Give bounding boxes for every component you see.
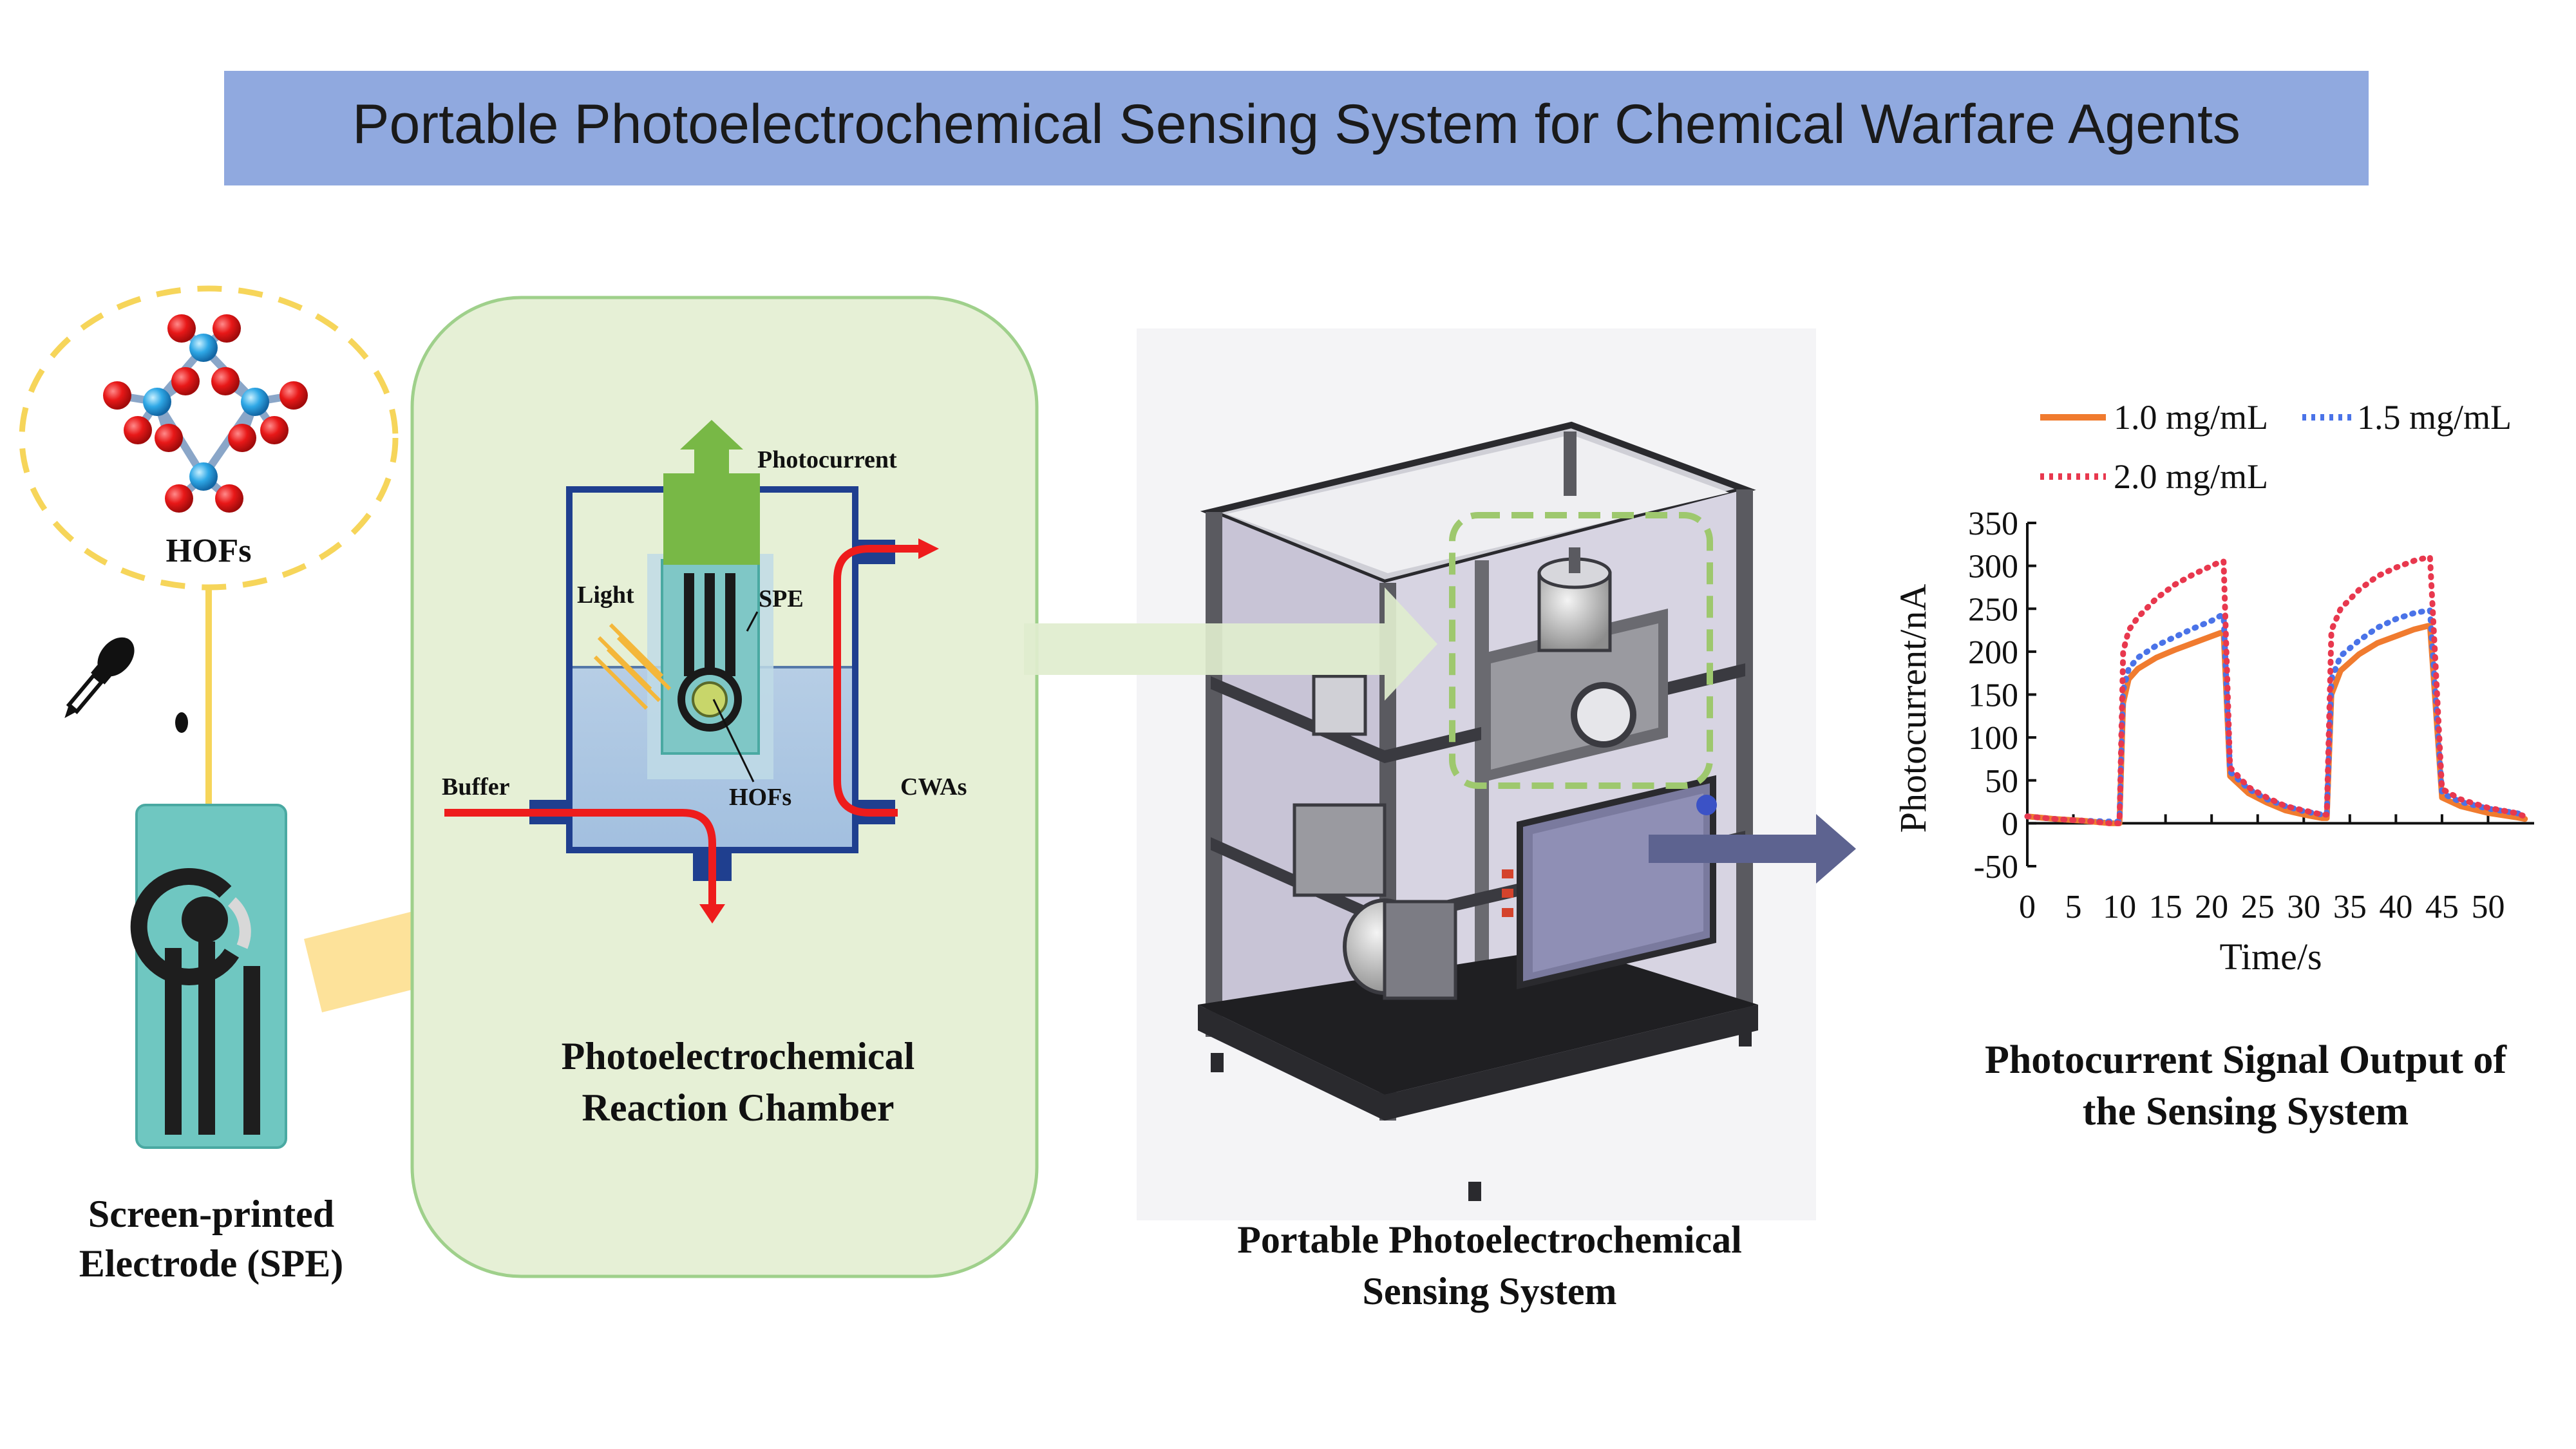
chart-legend: 1.0 mg/mL 1.5 mg/mL 2.0 mg/mL (2040, 398, 2512, 496)
spe-caption-line1: Screen-printed (88, 1193, 334, 1235)
drain-arrowhead (699, 904, 725, 923)
y-tick-label: 0 (2002, 806, 2018, 842)
device-caption-line1: Portable Photoelectrochemical (1237, 1218, 1742, 1261)
x-tick-label: 10 (2103, 889, 2136, 925)
chart-x-axis-label: Time/s (2219, 936, 2322, 978)
chamber-label-buffer: Buffer (442, 773, 510, 800)
chart-y-axis-label: Photocurrent/nA (1892, 584, 1934, 833)
x-tick-label: 25 (2241, 889, 2275, 925)
y-tick-label: 150 (1968, 677, 2018, 714)
series-line-2 (2024, 607, 2528, 825)
x-tick-label: 45 (2425, 889, 2459, 925)
light-rays-icon (593, 623, 672, 710)
spe-caption-line2: Electrode (SPE) (79, 1242, 343, 1285)
legend-label-1: 1.0 mg/mL (2114, 398, 2268, 437)
x-tick-label: 20 (2195, 889, 2228, 925)
device-caption-line2: Sensing System (1362, 1270, 1616, 1312)
chamber-label-photocurrent: Photocurrent (757, 446, 897, 473)
green-arrow (1024, 587, 1437, 701)
y-tick-label: 250 (1968, 591, 2018, 628)
output-caption-line2: the Sensing System (2083, 1090, 2409, 1133)
y-tick-label: 350 (1968, 506, 2018, 542)
legend-label-2: 1.5 mg/mL (2357, 398, 2512, 437)
flow-lines (444, 545, 920, 908)
y-tick-label: 200 (1968, 634, 2018, 671)
reaction-chamber-panel: Photocurrent Light SPE Buffer HOFs CWAs … (410, 296, 1039, 1278)
y-tick-label: -50 (1974, 849, 2018, 886)
chamber-caption-line2: Reaction Chamber (582, 1086, 895, 1129)
series-line-3 (2024, 554, 2528, 826)
figure-title: Portable Photoelectrochemical Sensing Sy… (352, 93, 2240, 155)
y-tick-label: 300 (1968, 549, 2018, 585)
device-window (1571, 682, 1636, 748)
x-tick-label: 50 (2471, 889, 2505, 925)
spe-reference-electrode (227, 897, 251, 949)
spe-electrode: Screen-printed Electrode (SPE) (79, 804, 343, 1285)
chamber-label-cwas: CWAs (900, 773, 967, 800)
slate-arrow (1649, 814, 1856, 884)
y-tick-label: 100 (1968, 720, 2018, 757)
x-tick-label: 15 (2149, 889, 2183, 925)
spe-working-electrode (182, 896, 228, 943)
chamber-caption-line1: Photoelectrochemical (562, 1035, 915, 1077)
hofs-atoms (103, 314, 308, 513)
outlet-arrowhead (918, 538, 939, 559)
hofs-label: HOFs (166, 533, 252, 569)
y-tick-label: 50 (1985, 763, 2018, 800)
photocurrent-up-arrow (680, 420, 743, 474)
hofs-panel: HOFs (19, 285, 399, 591)
dropper-icon (64, 637, 135, 718)
title-banner: Portable Photoelectrochemical Sensing Sy… (224, 71, 2369, 185)
cell-hofs-spot (692, 681, 728, 717)
x-tick-label: 40 (2379, 889, 2412, 925)
x-tick-label: 30 (2287, 889, 2320, 925)
chamber-label-light: Light (577, 582, 634, 609)
legend-label-3: 2.0 mg/mL (2114, 457, 2268, 496)
portable-device-render: Portable Photoelectrochemical Sensing Sy… (1137, 328, 1816, 1312)
chamber-label-hofs: HOFs (729, 784, 791, 811)
device-chamber-highlight (1449, 512, 1713, 789)
title-banner-bg (224, 71, 2369, 185)
droplet-icon (175, 712, 188, 733)
photocurrent-block (663, 473, 760, 565)
chamber-label-spe: SPE (759, 585, 804, 612)
x-tick-label: 5 (2065, 889, 2082, 925)
output-caption-line1: Photocurrent Signal Output of (1985, 1038, 2507, 1082)
x-tick-label: 35 (2333, 889, 2367, 925)
series-line-1 (2024, 623, 2528, 826)
x-tick-label: 0 (2019, 889, 2036, 925)
